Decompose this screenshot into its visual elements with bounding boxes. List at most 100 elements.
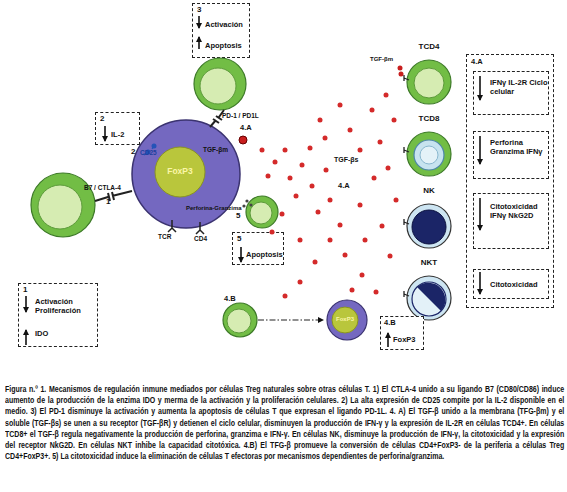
- illustration-shape: [328, 238, 333, 243]
- cell-label: TCD4: [398, 42, 460, 52]
- illustration-shape: [313, 260, 318, 265]
- illustration-shape: [378, 140, 383, 145]
- illustration-shape: [245, 199, 248, 202]
- illustration-shape: [479, 272, 481, 294]
- cell-outline: [398, 42, 460, 108]
- diagram-label: 4.A: [338, 182, 350, 190]
- illustration-shape: [198, 16, 200, 28]
- callout-text: Perforina Granzima IFNγ: [490, 138, 548, 156]
- illustration-shape: [273, 160, 278, 165]
- dashed-callout-box: 3ActivaciónApoptosis: [192, 3, 250, 58]
- illustration-shape: [384, 93, 389, 98]
- callout-text: Apoptosis: [205, 41, 251, 50]
- callout-text: Citotoxicidad IFNγ NkG2D: [490, 202, 548, 220]
- callout-text: Activación: [205, 20, 251, 29]
- illustration-shape: [394, 198, 399, 203]
- illustration-shape: [196, 222, 204, 234]
- illustration-shape: [392, 118, 397, 123]
- cell-outline: [398, 114, 460, 180]
- illustration-shape: [298, 280, 303, 285]
- illustration-shape: [358, 203, 363, 208]
- illustration-shape: [240, 247, 242, 262]
- illustration-shape: [132, 120, 240, 228]
- illustration-shape: [95, 191, 132, 201]
- diagram-label: 5: [236, 212, 240, 221]
- illustration-shape: [386, 166, 391, 171]
- illustration-shape: [407, 132, 451, 176]
- cell-label: FoxP3: [328, 316, 362, 323]
- cell: TCD4: [398, 42, 460, 108]
- callout-text: Activación Proliferación: [35, 297, 95, 315]
- dashed-callout-box: 4.AIFNγ IL-2R Ciclo celularPerforina Gra…: [466, 54, 554, 308]
- illustration-shape: [399, 72, 404, 77]
- illustration-shape: [338, 223, 343, 228]
- label-layer: B7 / CTLA-412CD25PD-1 / PD1L4.ATGF-βmPer…: [0, 0, 567, 385]
- illustration-shape: [198, 37, 200, 49]
- illustration-shape: [350, 288, 355, 293]
- illustration-shape: [249, 203, 252, 206]
- illustration-shape: [246, 196, 278, 228]
- illustration-shape: [242, 204, 245, 207]
- illustration-shape: [370, 108, 375, 113]
- cell-label: NK: [398, 186, 460, 196]
- illustration-shape: [260, 148, 265, 153]
- illustration-shape: [316, 210, 321, 215]
- diagram-label: TGF-βm: [203, 146, 228, 153]
- illustration-shape: [388, 254, 393, 259]
- dashed-callout-box: Perforina Granzima IFNγ: [473, 131, 549, 179]
- illustration-shape: [414, 68, 444, 98]
- illustration-shape: [250, 202, 272, 224]
- illustration-shape: [270, 230, 275, 235]
- illustration-shape: [412, 282, 446, 316]
- illustration-shape: [31, 173, 95, 237]
- illustration-shape: [348, 128, 353, 133]
- cell: NK: [398, 186, 460, 252]
- illustration-shape: [479, 198, 481, 230]
- diagram-label: CD4: [194, 235, 207, 242]
- illustration-shape: [25, 330, 27, 345]
- callout-text: 4.A: [471, 57, 501, 66]
- illustration-shape: [479, 76, 481, 100]
- illustration-shape: [227, 309, 251, 333]
- illustration-shape: [318, 118, 323, 123]
- cell: NKT: [398, 258, 460, 324]
- illustration-shape: [372, 176, 377, 181]
- illustration-shape: [407, 276, 451, 320]
- illustration-shape: [283, 148, 288, 153]
- illustration-shape: [266, 174, 271, 179]
- illustration-shape: [308, 146, 313, 151]
- dashed-callout-box: 1Activación ProliferaciónIDO: [18, 283, 98, 347]
- illustration-shape: [200, 68, 236, 104]
- cell: TCD8: [398, 114, 460, 180]
- illustration-shape: [414, 140, 444, 170]
- illustration-shape: [283, 294, 288, 299]
- illustration-shape: [360, 273, 365, 278]
- cell: FoxP3: [325, 299, 369, 341]
- illustration-shape: [210, 110, 224, 127]
- illustration-shape: [420, 146, 438, 164]
- illustration-shape: [300, 163, 305, 168]
- illustration-shape: [374, 290, 379, 295]
- callout-text: IDO: [35, 329, 75, 338]
- illustration-shape: [338, 103, 343, 108]
- illustration-shape: [104, 126, 106, 141]
- callout-text: IL-2: [111, 130, 139, 139]
- illustration-shape: [358, 148, 363, 153]
- illustration-shape: [168, 220, 176, 232]
- illustration-shape: [280, 212, 285, 217]
- cell-outline: [398, 258, 460, 324]
- dashed-callout-box: Citotoxicidad: [473, 269, 549, 299]
- illustration-shape: [288, 176, 293, 181]
- diagram-label: 4.A: [240, 124, 252, 132]
- illustration-shape: [26, 16, 480, 347]
- illustration-shape: [38, 185, 82, 229]
- callout-text: FoxP3: [393, 335, 424, 344]
- illustration-shape: [327, 300, 367, 340]
- cell: FoxP3: [130, 118, 242, 230]
- diagram-label: Perforina-Granzima: [186, 205, 242, 212]
- diagram-label: 1: [106, 198, 110, 207]
- callout-text: 2: [100, 114, 112, 124]
- illustration-shape: [323, 136, 328, 141]
- illustration-shape: [324, 168, 329, 173]
- diagram-label: PD-1 / PD1L: [222, 112, 259, 119]
